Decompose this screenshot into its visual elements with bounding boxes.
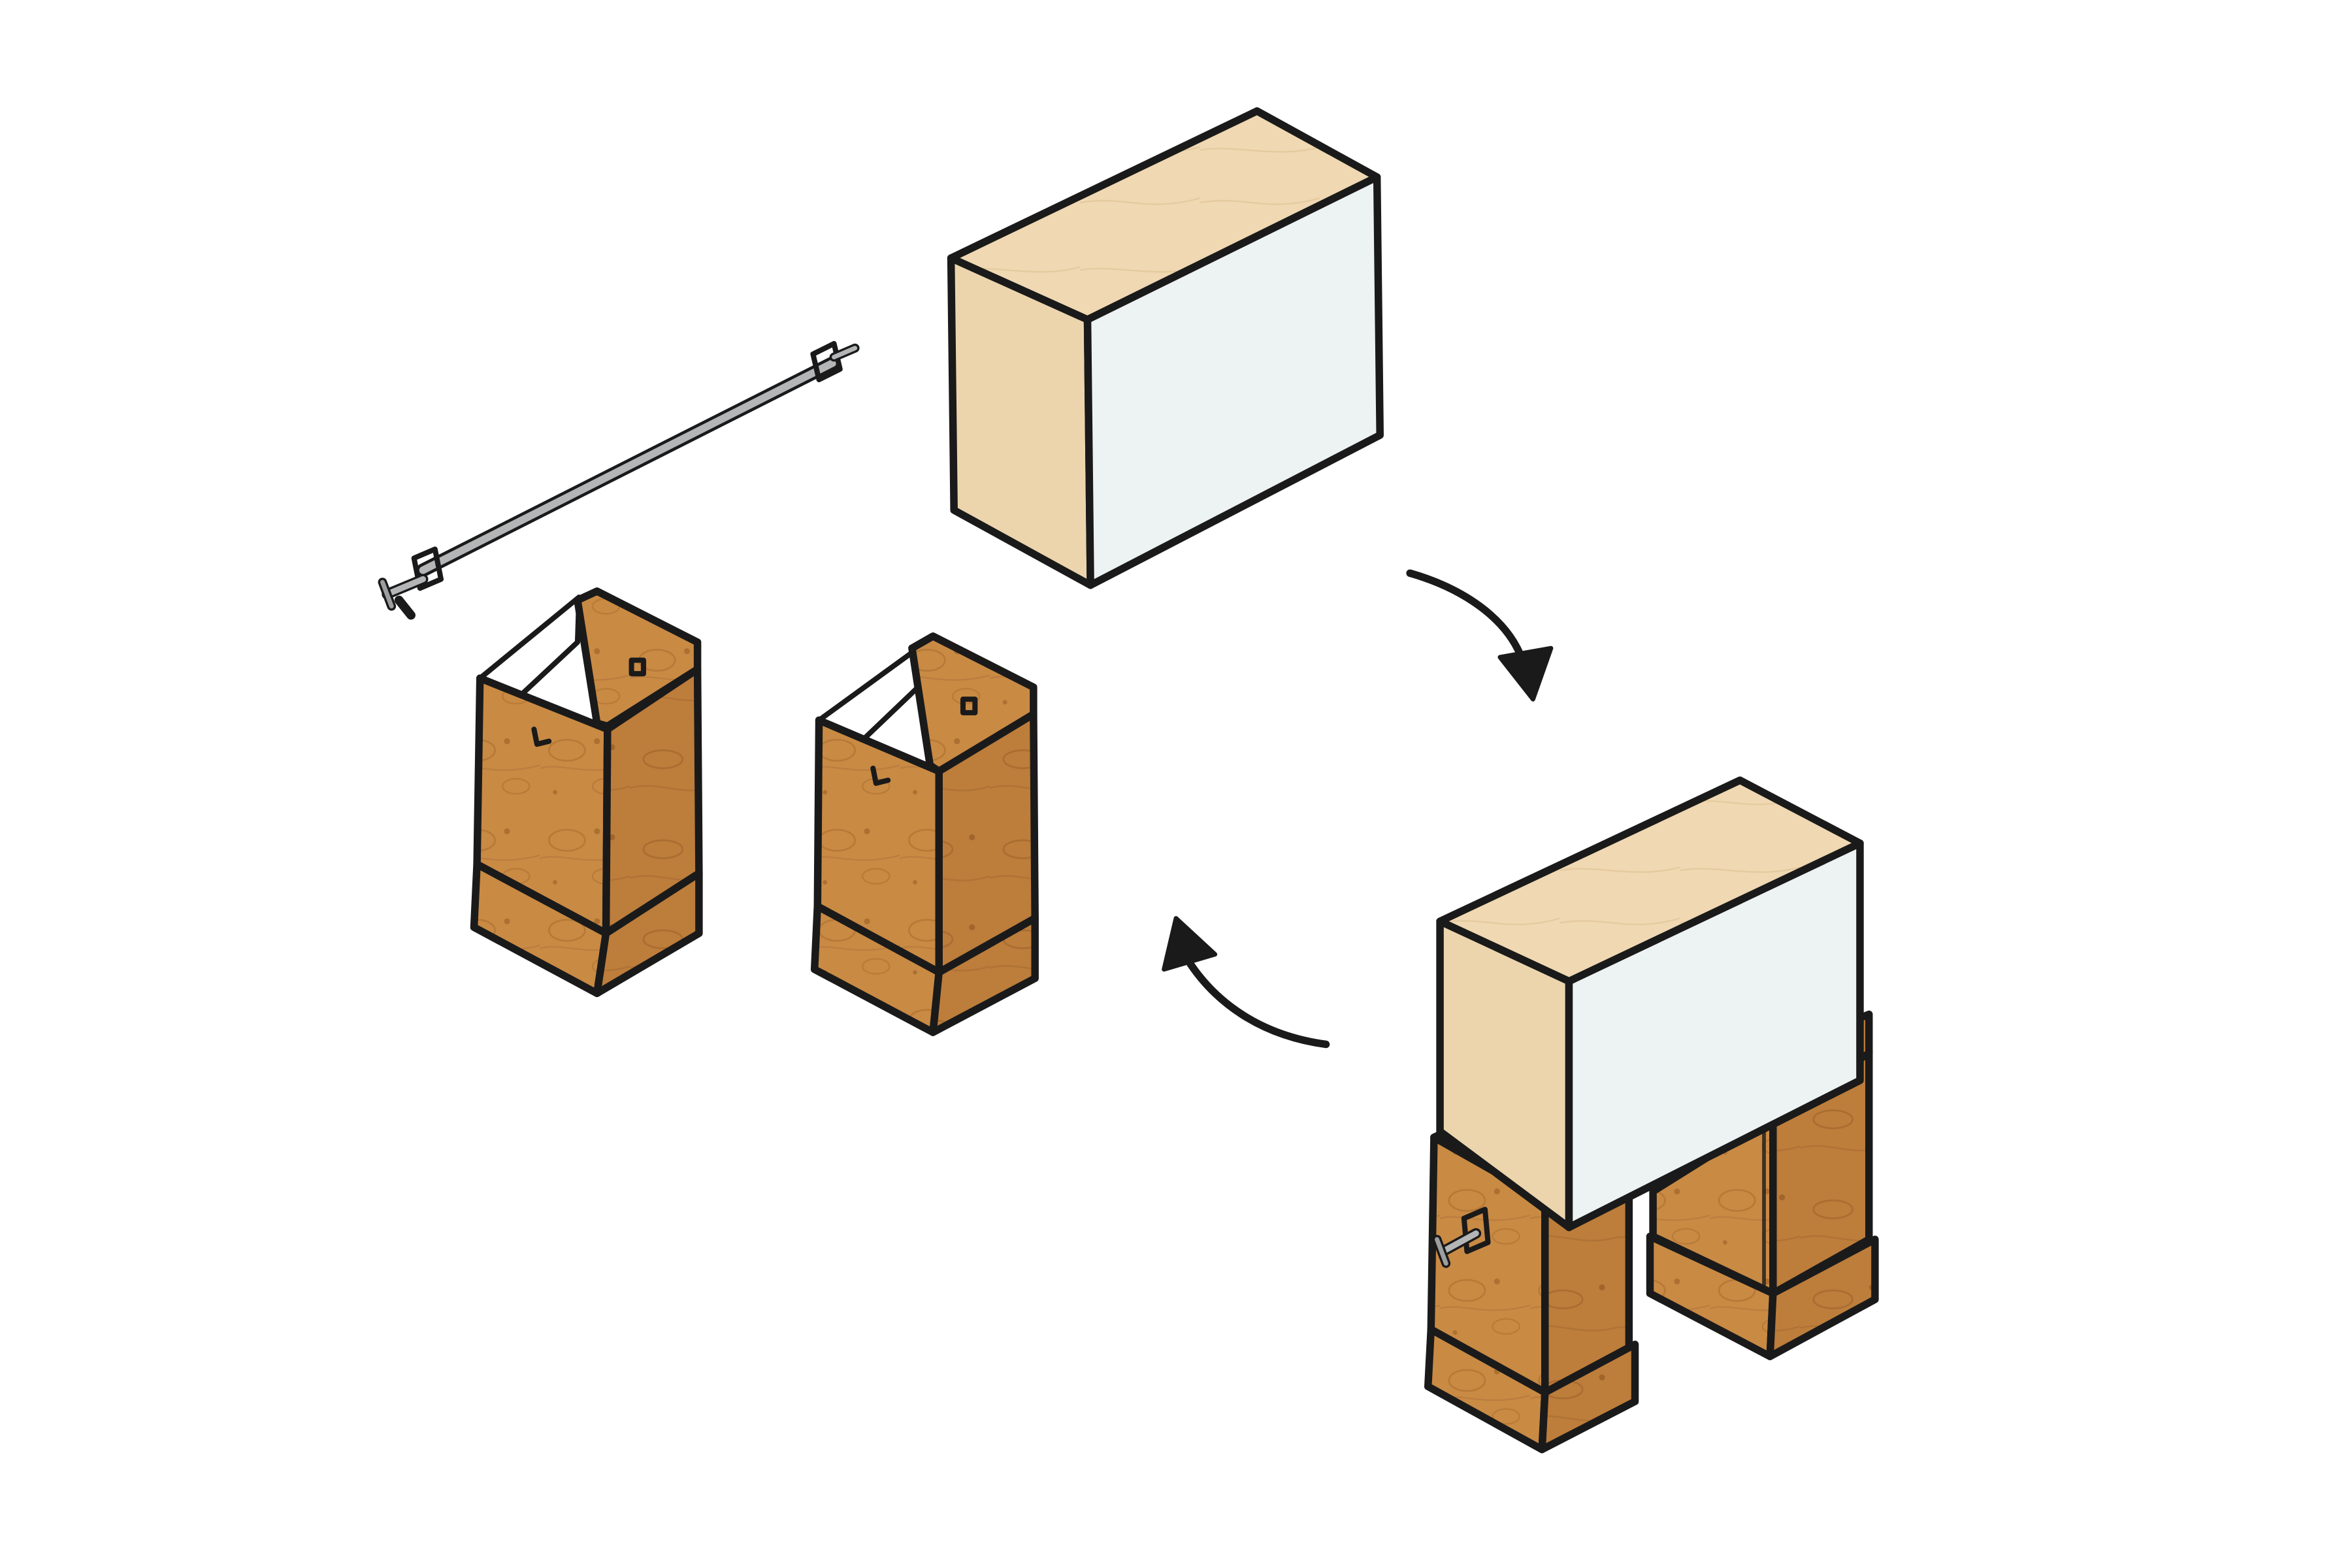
leg-middle-hole (960, 696, 978, 715)
clamp-jaw-near (378, 546, 444, 620)
clamp-jaw-far (810, 340, 860, 383)
plywood-leg-icon-left (470, 587, 703, 998)
assembled-table-icon (1424, 776, 1879, 1454)
bar-clamp-icon (378, 340, 860, 620)
cabinet-side-face (1083, 173, 1384, 589)
assembled-cabinet-side-face (1565, 839, 1864, 1232)
leg-left-base-side (593, 869, 703, 998)
leg-middle-base-side (929, 914, 1039, 1036)
leg-left-hole (629, 657, 646, 677)
assembled-cabinet (1436, 776, 1864, 1232)
clamp-handle-icon (1432, 1207, 1491, 1268)
curved-arrow-up-left-icon (1162, 916, 1330, 1049)
cabinet-box-icon (947, 107, 1384, 589)
plywood-leg-icon-middle (810, 632, 1039, 1036)
assembled-leg-back (1646, 1010, 1879, 1360)
curved-arrow-down-icon (1406, 569, 1554, 702)
